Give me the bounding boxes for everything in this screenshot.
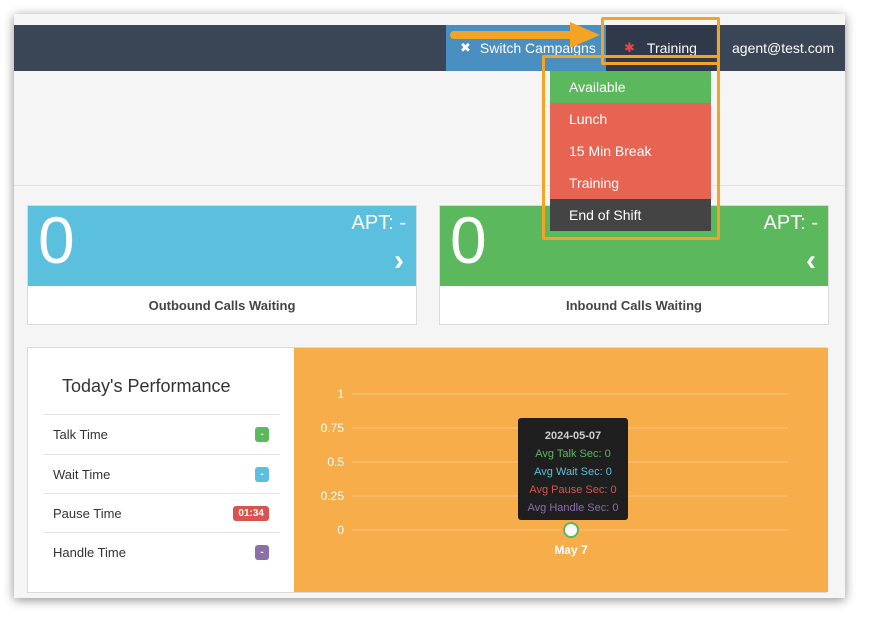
chevron-right-icon: › [394,244,404,277]
dropdown-highlight-box [542,55,720,240]
inbound-calls-label: Inbound Calls Waiting [565,298,702,313]
status-option-training[interactable]: Training [550,167,711,199]
pause-time-badge: 01:34 [233,505,269,521]
performance-panel: Today's Performance Talk Time - Wait Tim… [27,347,828,593]
tooltip-handle: Avg Handle Sec: 0 [527,502,619,514]
status-dropdown-menu: Available Lunch 15 Min Break Training En… [550,71,711,231]
switch-campaigns-label: Switch Campaigns [479,40,596,56]
status-option-15-min-break[interactable]: 15 Min Break [550,135,711,167]
handle-time-badge: - [255,544,269,560]
gear-icon: ✱ [624,40,635,55]
tooltip-pause: Avg Pause Sec: 0 [529,484,617,496]
outbound-apt: APT: - [351,212,406,234]
subheader-area [14,71,845,186]
perf-row-talk-time: Talk Time - [43,414,280,453]
annotation-arrow [450,31,580,39]
outbound-card-header: 0 APT: - › [28,203,416,286]
status-option-available[interactable]: Available [550,71,711,103]
top-navbar: ✖ Switch Campaigns ✱ Training agent@test… [14,25,845,71]
y-tick-label: 0.75 [321,421,345,435]
tooltip-talk: Avg Talk Sec: 0 [535,448,611,460]
data-point[interactable] [563,522,579,538]
perf-row-pause-time: Pause Time 01:34 [43,493,280,532]
perf-row-label: Wait Time [53,466,111,482]
wait-time-badge: - [255,466,269,482]
performance-summary: Today's Performance Talk Time - Wait Tim… [28,348,294,592]
annotation-arrow-head [570,22,600,48]
y-tick-label: 0.25 [321,489,345,503]
perf-row-label: Pause Time [53,505,122,521]
app-window: ✖ Switch Campaigns ✱ Training agent@test… [14,14,845,598]
y-tick-label: 1 [337,387,344,401]
status-highlight-box [601,17,720,65]
y-tick-label: 0.5 [327,455,344,469]
agent-account-link[interactable]: agent@test.com [732,40,835,56]
perf-row-handle-time: Handle Time - [43,532,280,571]
performance-title: Today's Performance [62,376,231,396]
perf-row-label: Handle Time [53,544,126,560]
inbound-apt: APT: - [763,212,818,234]
outbound-calls-card[interactable]: 0 APT: - › Outbound Calls Waiting [27,203,417,325]
outbound-calls-label: Outbound Calls Waiting [148,298,296,313]
x-tick-label: May 7 [554,543,588,557]
tooltip-wait: Avg Wait Sec: 0 [534,466,612,478]
status-label: Training [646,40,697,56]
y-tick-label: 0 [337,523,344,537]
talk-time-badge: - [255,426,269,442]
perf-row-label: Talk Time [53,426,108,442]
status-option-end-of-shift[interactable]: End of Shift [550,199,711,231]
chart-tooltip: 2024-05-07 Avg Talk Sec: 0 Avg Wait Sec:… [518,418,628,520]
status-option-lunch[interactable]: Lunch [550,103,711,135]
shuffle-icon: ✖ [460,40,471,55]
tooltip-date: 2024-05-07 [544,430,602,442]
chevron-left-icon: ‹ [806,244,816,277]
outbound-count: 0 [38,203,75,277]
inbound-count: 0 [450,203,487,277]
perf-row-wait-time: Wait Time - [43,454,280,493]
